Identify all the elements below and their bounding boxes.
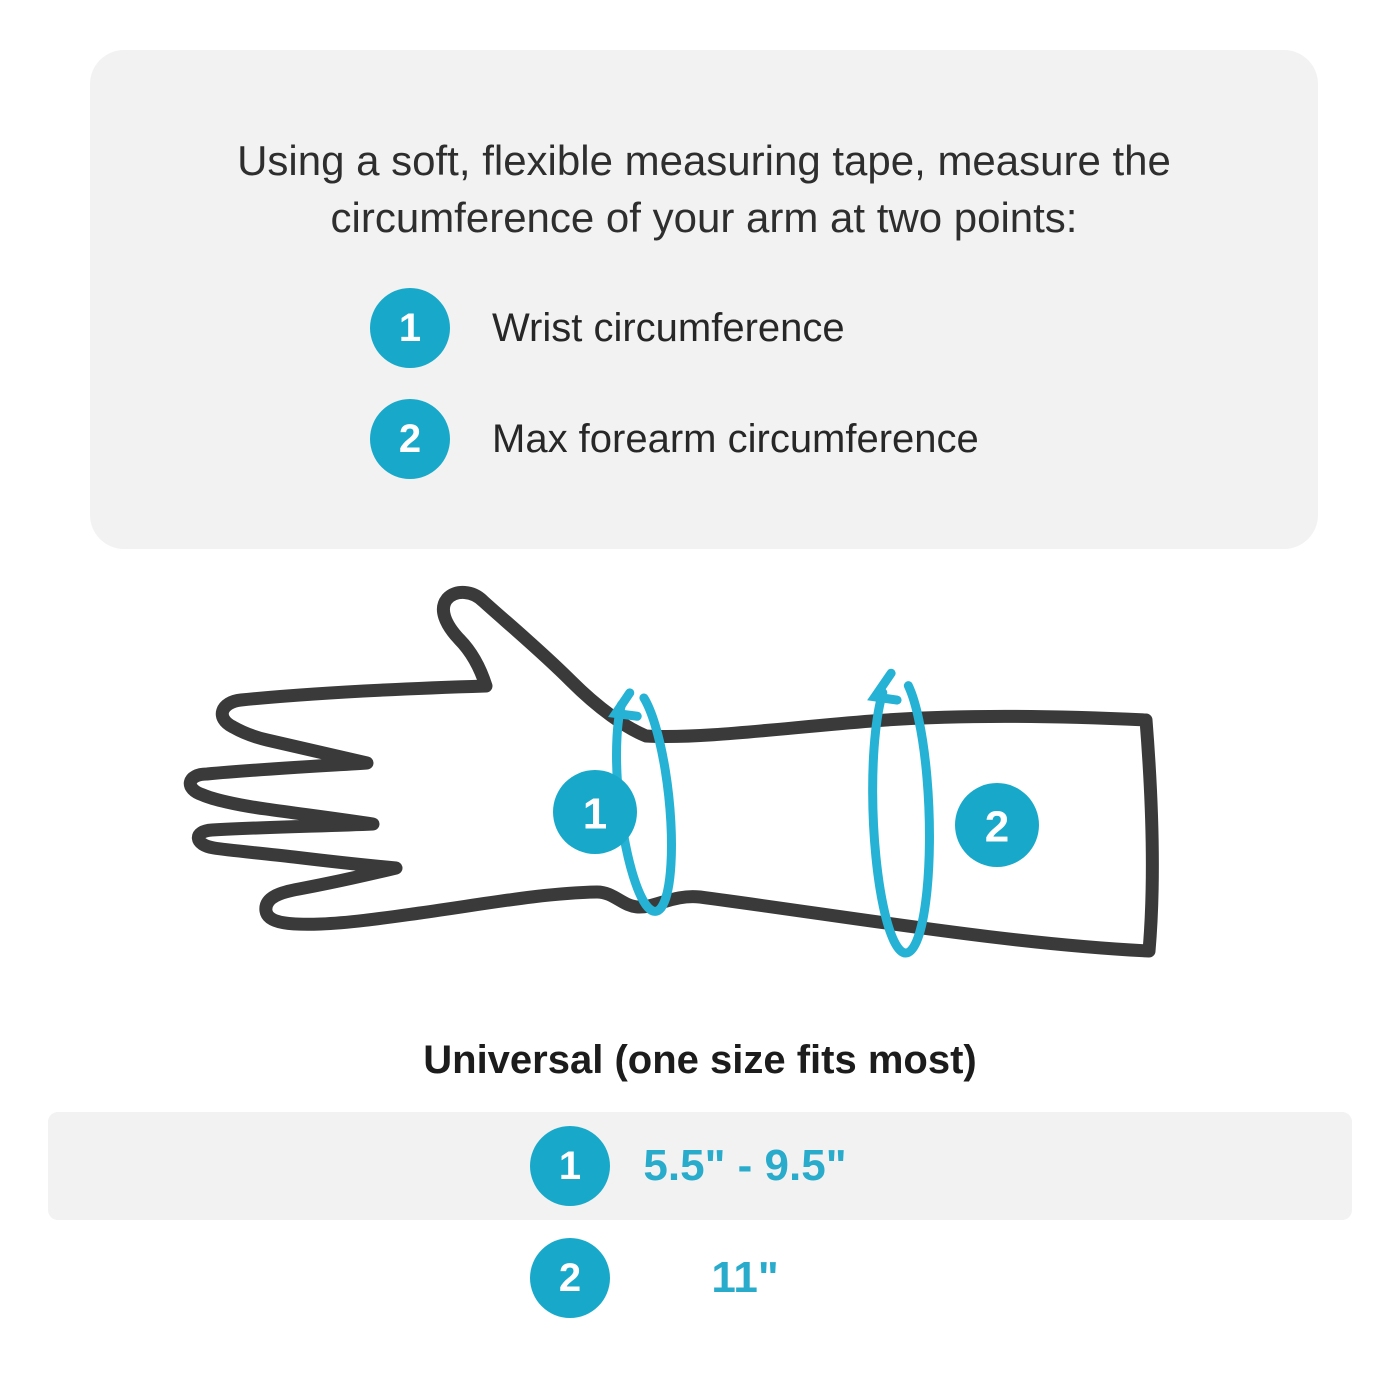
- size-row-1-badge: 1: [530, 1126, 610, 1206]
- forearm-marker-number: 2: [985, 803, 1009, 852]
- step-2-number: 2: [398, 417, 422, 461]
- instructions-panel: Using a soft, flexible measuring tape, m…: [90, 50, 1318, 549]
- arm-measurement-diagram: 1 2: [183, 586, 1159, 958]
- step-1-label: Wrist circumference: [492, 305, 845, 350]
- instructions-heading: Using a soft, flexible measuring tape, m…: [90, 132, 1318, 246]
- instructions-line-1: Using a soft, flexible measuring tape, m…: [237, 137, 1171, 184]
- size-row-2-number: 2: [558, 1256, 582, 1300]
- wrist-marker-badge: 1: [553, 770, 637, 854]
- instructions-line-2: circumference of your arm at two points:: [330, 194, 1078, 241]
- step-row-forearm: 2 Max forearm circumference: [370, 399, 979, 479]
- step-1-number: 1: [398, 306, 422, 350]
- hand-arm-outline-icon: [183, 586, 1159, 958]
- forearm-measure-loop-icon: [867, 668, 934, 958]
- size-title: Universal (one size fits most): [423, 1038, 977, 1082]
- forearm-marker-badge: 2: [955, 783, 1039, 867]
- size-row-1-value: 5.5" - 9.5": [643, 1141, 847, 1190]
- step-2-number-badge: 2: [370, 399, 450, 479]
- wrist-marker-number: 1: [583, 790, 607, 839]
- step-1-number-badge: 1: [370, 288, 450, 368]
- size-band: [48, 1112, 1352, 1220]
- size-row-2-value: 11": [711, 1253, 779, 1302]
- step-row-wrist: 1 Wrist circumference: [370, 288, 845, 368]
- step-2-label: Max forearm circumference: [492, 416, 979, 461]
- size-row-1-number: 1: [558, 1144, 582, 1188]
- size-row-2-badge: 2: [530, 1238, 610, 1318]
